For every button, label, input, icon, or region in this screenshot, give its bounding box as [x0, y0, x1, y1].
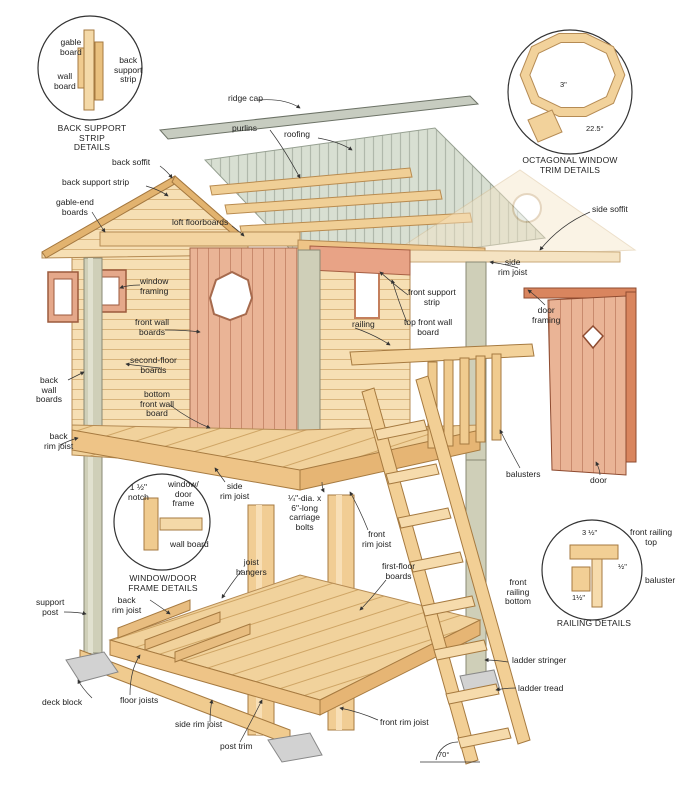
label-rail-dim-bottom: 1½"	[572, 593, 586, 602]
label-door: door	[590, 475, 608, 485]
detail-circle-octagonal	[507, 29, 633, 155]
label-back-support-strip: back support strip	[62, 177, 130, 187]
label-purlins: purlins	[232, 123, 258, 133]
purlins	[209, 167, 473, 236]
ladder	[361, 375, 531, 765]
label-carriage-bolts: ¼"-dia. x 6"-long carriage bolts	[288, 493, 322, 532]
label-joist-hangers: joist hangers	[236, 557, 267, 577]
label-front-wall-boards: front wall boards	[135, 317, 170, 337]
label-railing: railing	[352, 319, 375, 329]
door-assembly	[523, 287, 637, 476]
label-window-door-notch: 1 ½" notch	[128, 482, 149, 502]
caption-railing-details: RAILING DETAILS	[556, 618, 632, 628]
label-back-soffit: back soffit	[112, 157, 151, 167]
label-back-support-strip-detail: back support strip	[114, 55, 143, 84]
label-balusters: balusters	[506, 469, 541, 479]
label-front-rim-joist-low: front rim joist	[380, 717, 429, 727]
label-loft-floorboards: loft floorboards	[172, 217, 229, 227]
label-floor-joists: floor joists	[120, 695, 159, 705]
label-wall-board: wall board	[54, 71, 76, 91]
caption-window-door-frame: WINDOW/DOOR FRAME DETAILS	[128, 573, 198, 593]
label-rail-dim-top: 3 ½"	[582, 528, 598, 537]
label-rail-dim-side: ½"	[618, 562, 627, 571]
label-support-post: support post	[36, 597, 65, 617]
label-front-railing-bottom: front railing bottom	[505, 577, 531, 606]
second-floor-platform	[71, 424, 481, 491]
detail-circle-window-door	[113, 473, 211, 571]
front-support-strip	[309, 245, 411, 276]
label-back-rim-joist-low: back rim joist	[112, 595, 142, 615]
detail-circle-back-support	[37, 15, 143, 121]
label-second-floor-boards: second-floor boards	[130, 355, 177, 375]
label-back-rim-joist-top: back rim joist	[44, 431, 74, 451]
label-bottom-front-wall-board: bottom front wall board	[140, 389, 175, 418]
label-oct-angle-small: 3"	[560, 80, 567, 89]
caption-back-support-strip: BACK SUPPORT STRIP DETAILS	[57, 123, 127, 152]
label-side-rim-joist-low: side rim joist	[175, 719, 223, 729]
label-back-wall-boards: back wall boards	[36, 375, 62, 404]
label-front-support-strip: front support strip	[408, 287, 456, 307]
caption-octagonal-window: OCTAGONAL WINDOW TRIM DETAILS	[522, 155, 618, 175]
label-post-trim: post trim	[220, 741, 253, 751]
label-front-rim-joist-mid: front rim joist	[362, 529, 392, 549]
label-ridge-cap: ridge cap	[228, 93, 263, 103]
label-gable-board: gable board	[60, 37, 82, 57]
label-window-door-frame: window/ door frame	[168, 479, 199, 508]
detail-circle-railing	[541, 519, 643, 621]
label-baluster: baluster	[645, 575, 676, 585]
leader-lines	[59, 99, 601, 743]
label-side-soffit: side soffit	[592, 204, 628, 214]
label-side-rim-joist-mid: side rim joist	[220, 481, 250, 501]
label-ladder-tread: ladder tread	[518, 683, 564, 693]
label-deck-block: deck block	[42, 697, 83, 707]
front-wall	[189, 247, 299, 451]
ridge-cap	[158, 95, 480, 140]
label-window-door-wall-board: wall board	[170, 539, 209, 549]
label-window-framing: window framing	[140, 276, 169, 296]
label-gable-end-boards: gable-end boards	[56, 197, 94, 217]
label-side-rim-joist-top: side rim joist	[498, 257, 528, 277]
label-oct-angle: 22.5°	[586, 124, 604, 133]
label-front-railing-top: front railing top	[630, 527, 673, 547]
label-ladder-stringer: ladder stringer	[512, 655, 567, 665]
label-top-front-wall-board: top front wall board	[404, 317, 453, 337]
label-door-framing: door framing	[532, 305, 561, 325]
label-first-floor-boards: first-floor boards	[382, 561, 416, 581]
label-roofing: roofing	[284, 129, 310, 139]
label-ladder-angle: 70°	[438, 750, 450, 759]
